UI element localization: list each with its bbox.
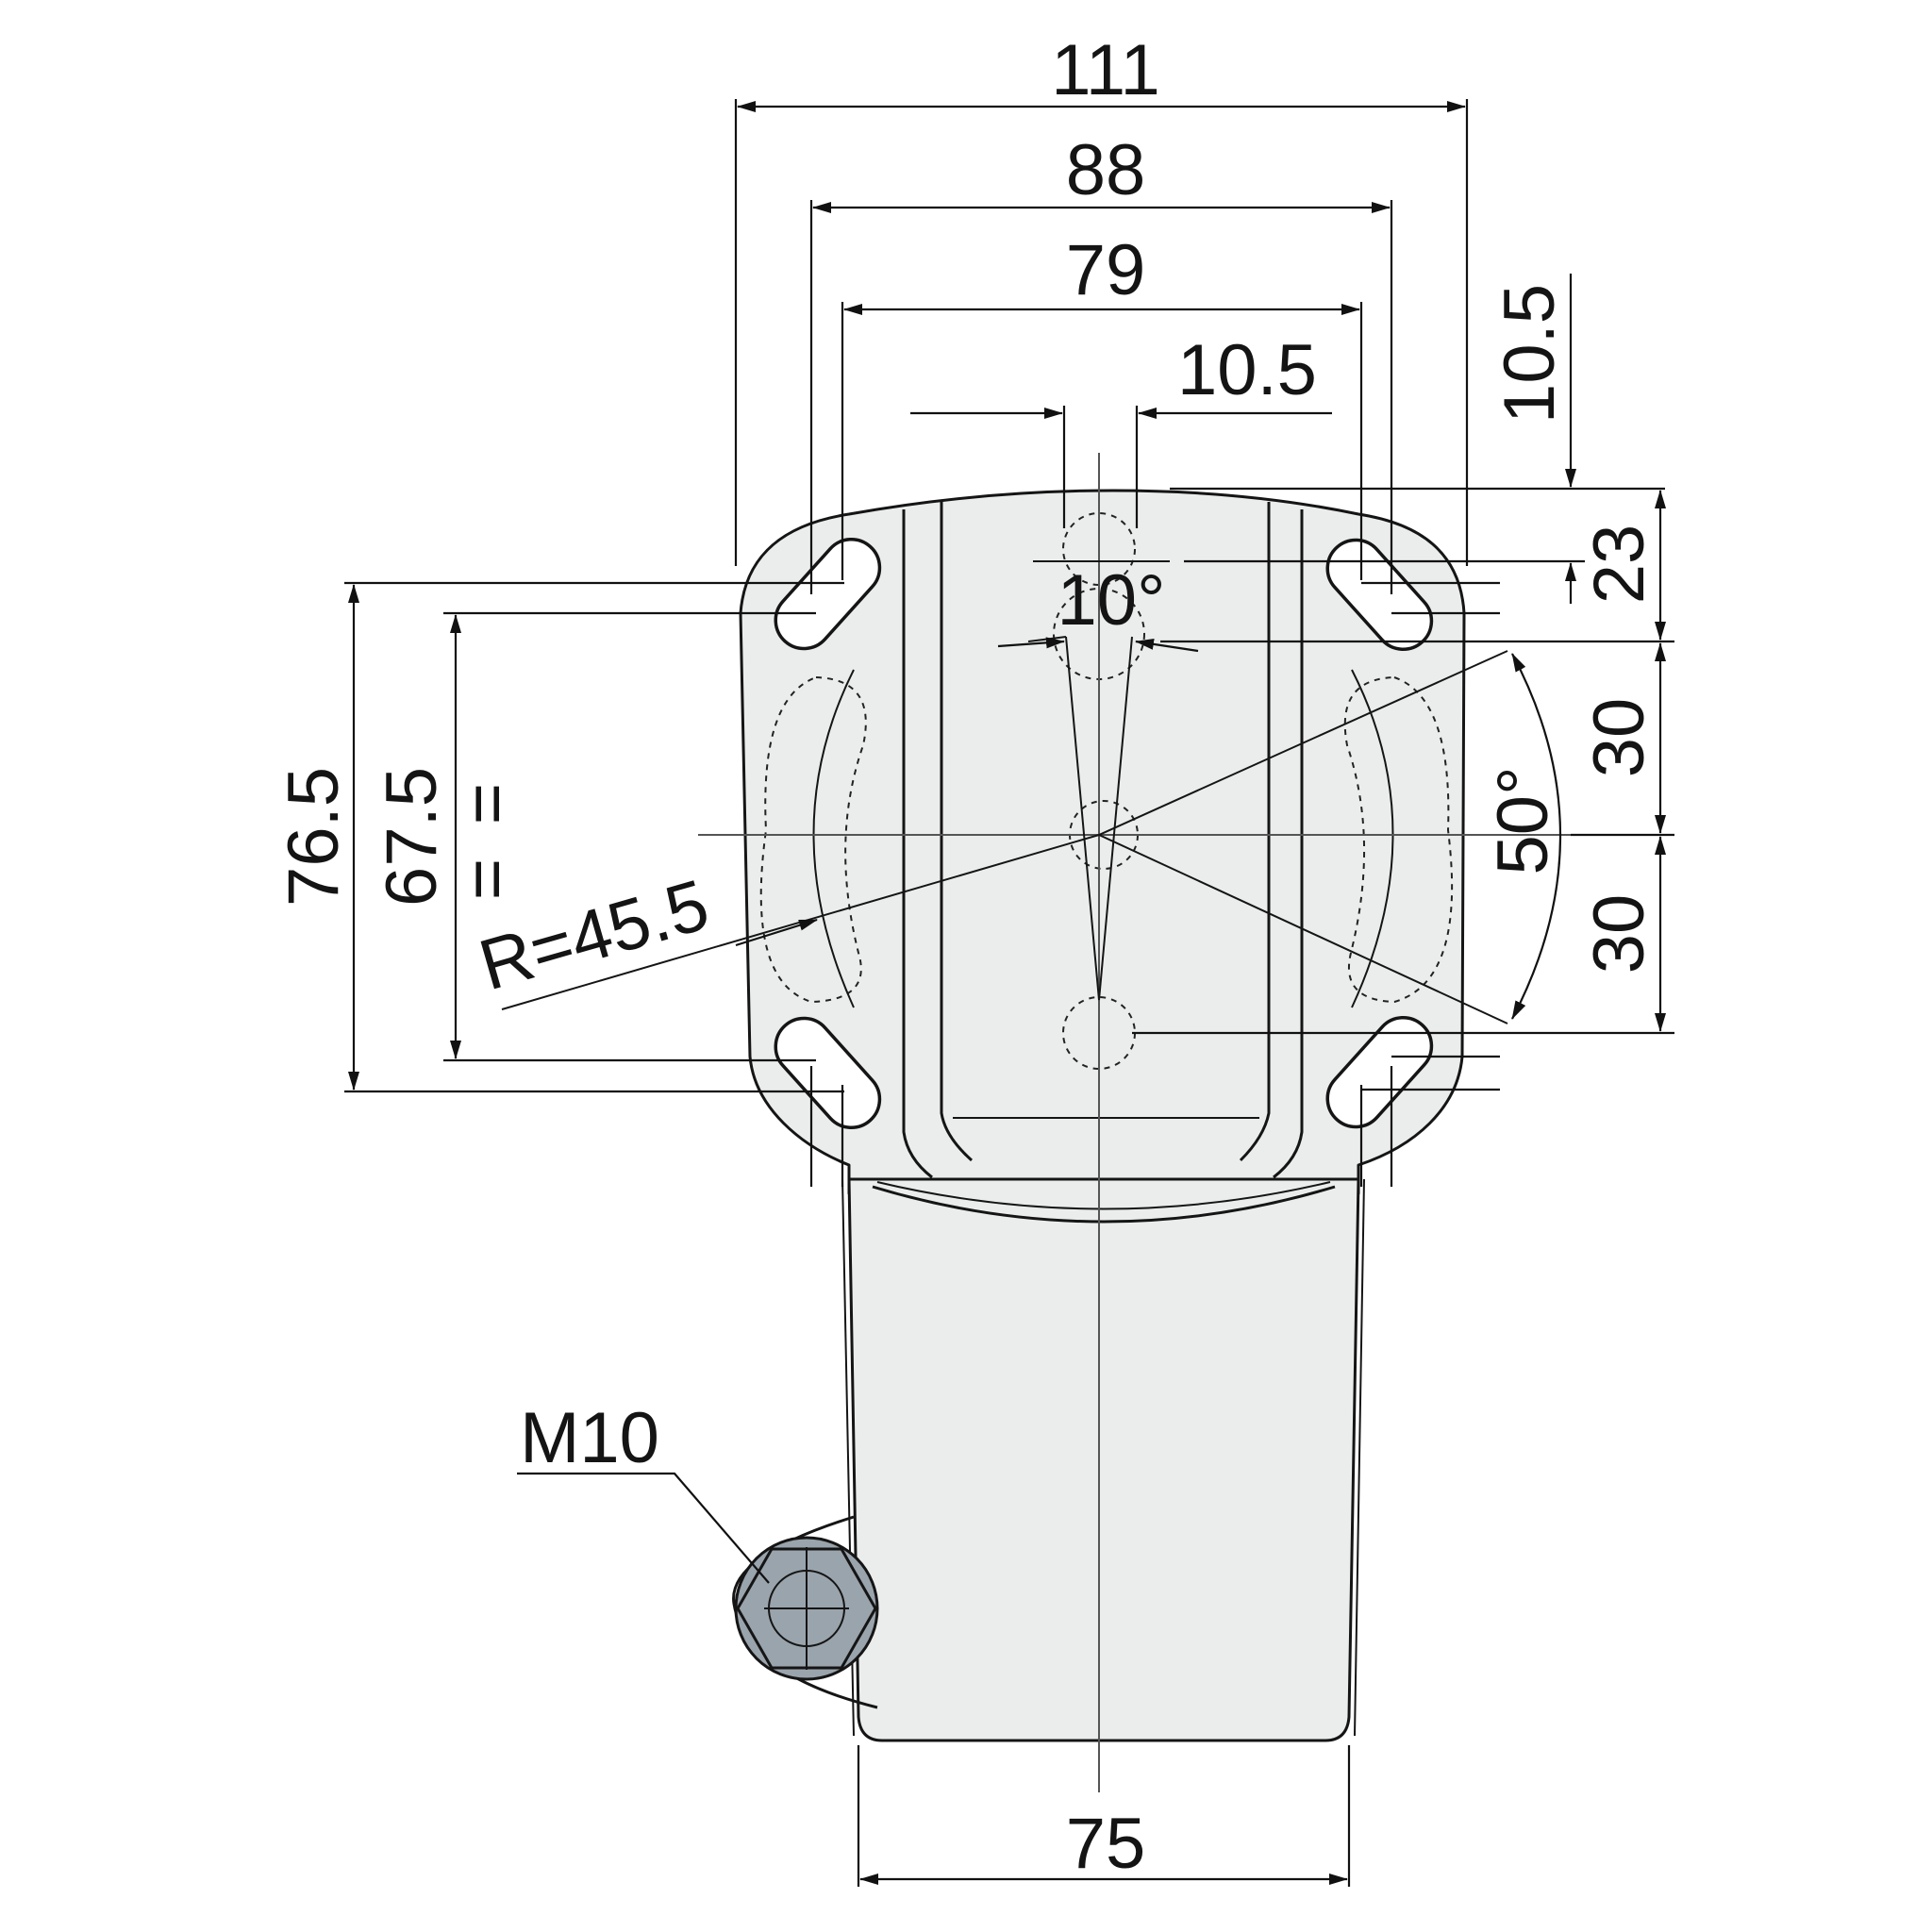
stem-inner-right [1354,1178,1365,1737]
label-equal-upper: = [447,783,527,824]
slot-top-left [774,538,882,651]
label-79: 79 [1066,230,1146,310]
label-30-upper: 30 [1579,698,1659,778]
stud-nut [732,1515,879,1709]
neck-arc-outer [872,1185,1336,1224]
label-88: 88 [1066,130,1146,210]
mounting-slots [774,538,1434,1129]
dim-radius [735,918,818,947]
dim-50-deg [1511,653,1561,1020]
dim-88 [809,200,1393,594]
label-111: 111 [1051,30,1160,110]
stem [847,1177,1360,1742]
label-30-lower: 30 [1579,894,1659,974]
ribs [902,502,1304,1179]
dim-76-5 [344,581,844,1093]
dim-75 [857,1745,1351,1887]
label-67-5: 67.5 [372,767,452,907]
dim-23-30-30 [1132,490,1674,1035]
label-50-deg: 50° [1483,767,1563,875]
label-23: 23 [1579,525,1659,605]
label-thread: M10 [520,1398,659,1478]
thread-leader [517,1472,770,1584]
neck-arc-inner [876,1181,1331,1210]
dim-67-5 [443,611,816,1062]
centerlines [698,453,1571,1792]
dim-10-5-horizontal [910,406,1332,528]
dim-10-5-vertical [1170,274,1665,604]
dim-10-deg [997,637,1199,653]
angle-rays [501,636,1508,1024]
label-equal-lower: = [447,858,527,900]
dim-79 [841,302,1363,580]
label-10-5-v: 10.5 [1490,284,1570,424]
dim-slot-ticks [809,581,1500,1187]
slot-bottom-right [1325,1016,1434,1129]
label-76-5: 76.5 [274,767,354,907]
label-10-5-h: 10.5 [1177,330,1317,410]
label-75: 75 [1066,1804,1146,1884]
label-10-deg: 10° [1058,560,1166,641]
